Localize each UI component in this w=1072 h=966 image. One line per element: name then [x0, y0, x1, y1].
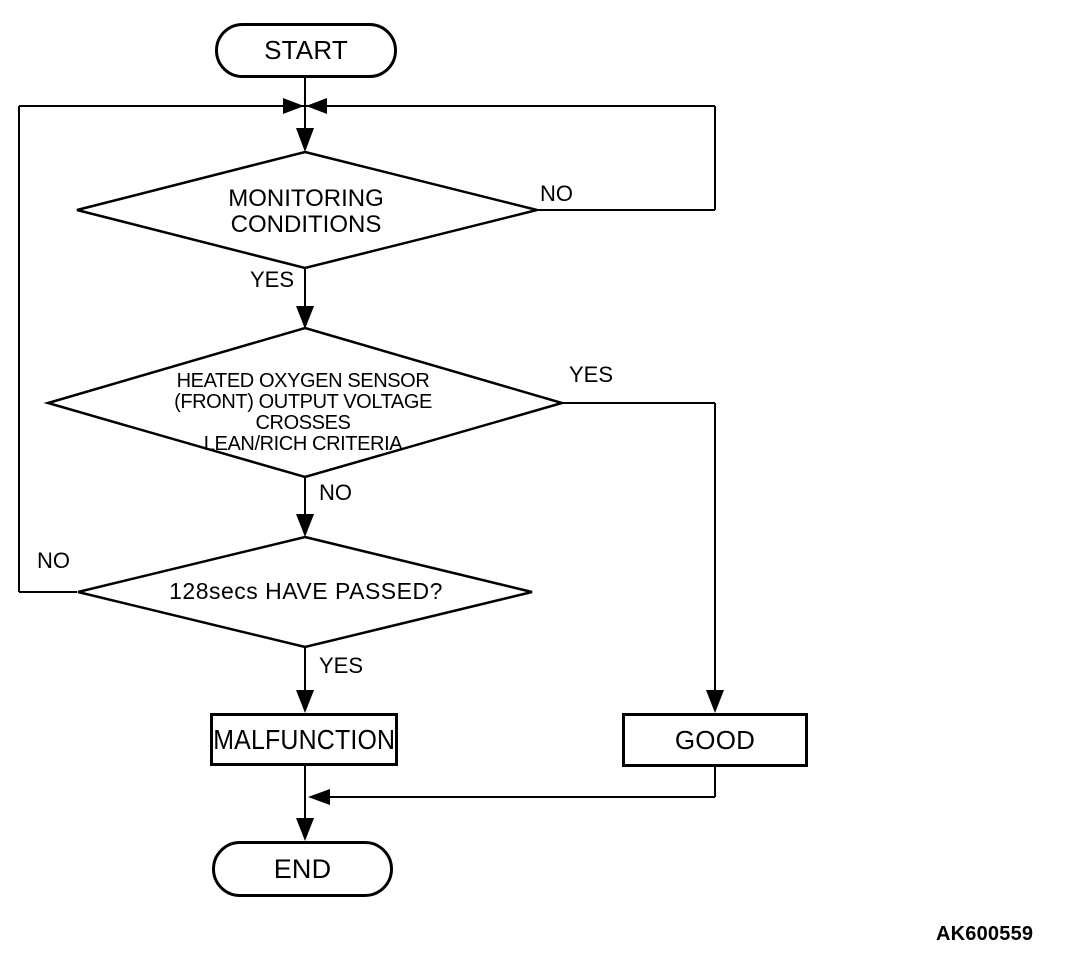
arrowhead-into-malfunction-icon	[296, 690, 314, 713]
merge-arrowhead-left-icon	[306, 98, 327, 114]
arrowhead-merge-bottom-icon	[308, 789, 330, 805]
malfunction-node: MALFUNCTION	[210, 713, 398, 766]
start-label: START	[264, 35, 348, 65]
end-node: END	[212, 841, 393, 897]
sensor-yes-label: YES	[569, 362, 614, 387]
timer-no-label: NO	[37, 548, 70, 573]
figure-id: AK600559	[936, 923, 1034, 945]
end-label: END	[273, 853, 332, 884]
decision-sensor-diamond	[43, 326, 567, 479]
arrowhead-into-good-icon	[706, 690, 724, 713]
decision-monitoring-diamond	[76, 150, 538, 270]
arrowhead-into-monitoring-icon	[296, 128, 314, 152]
monitoring-yes-label: YES	[250, 267, 295, 292]
arrowhead-into-timer-icon	[296, 514, 314, 537]
good-node: GOOD	[622, 713, 808, 767]
good-label: GOOD	[674, 724, 756, 755]
malfunction-label: MALFUNCTION	[213, 723, 395, 755]
sensor-no-label: NO	[319, 480, 352, 505]
start-node: START	[215, 23, 397, 78]
monitoring-no-label: NO	[540, 181, 573, 206]
arrowhead-into-end-icon	[296, 818, 314, 841]
arrowhead-into-sensor-icon	[296, 306, 314, 329]
decision-timer-diamond	[77, 535, 533, 649]
merge-arrowhead-right-icon	[283, 98, 304, 114]
timer-yes-label: YES	[319, 653, 364, 678]
